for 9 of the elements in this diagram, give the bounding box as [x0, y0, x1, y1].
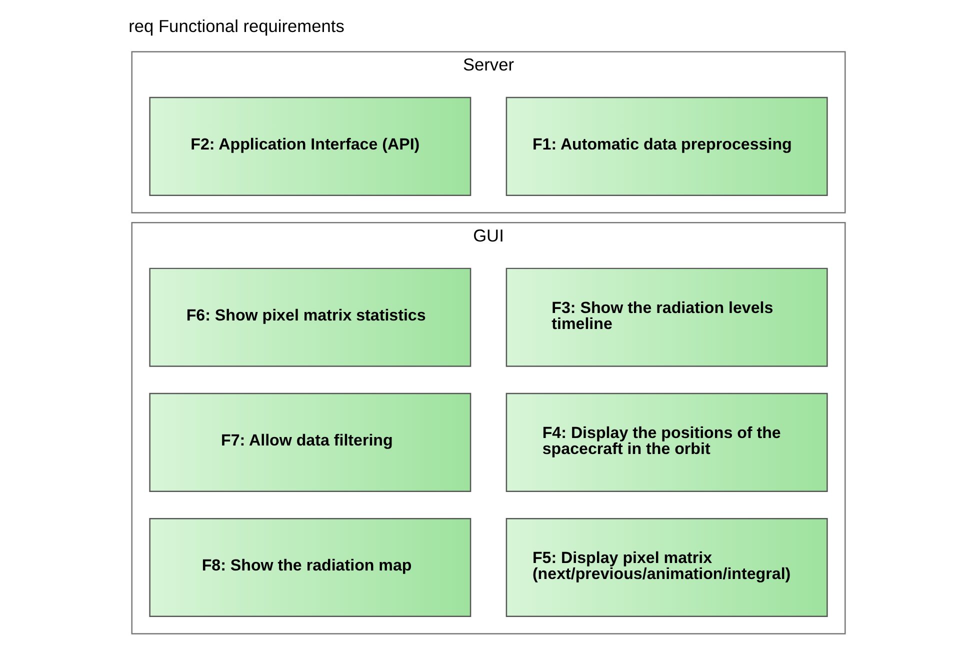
- node-box: F4: Display the positions of the spacecraft in the orbit: [505, 392, 828, 492]
- node-box: F7: Allow data filtering: [148, 392, 471, 492]
- node-box: F8: Show the radiation map: [148, 518, 471, 618]
- node-box: F5: Display pixel matrix (next/previous/animation/integral): [505, 518, 828, 618]
- diagram-title: req Functional requirements: [128, 16, 344, 36]
- node-box: F2: Application Interface (API): [148, 96, 471, 196]
- node-box: F6: Show pixel matrix statistics: [148, 268, 471, 367]
- node-box: F3: Show the radiation levels timeline: [505, 268, 828, 367]
- node-box: F1: Automatic data preprocessing: [505, 96, 828, 196]
